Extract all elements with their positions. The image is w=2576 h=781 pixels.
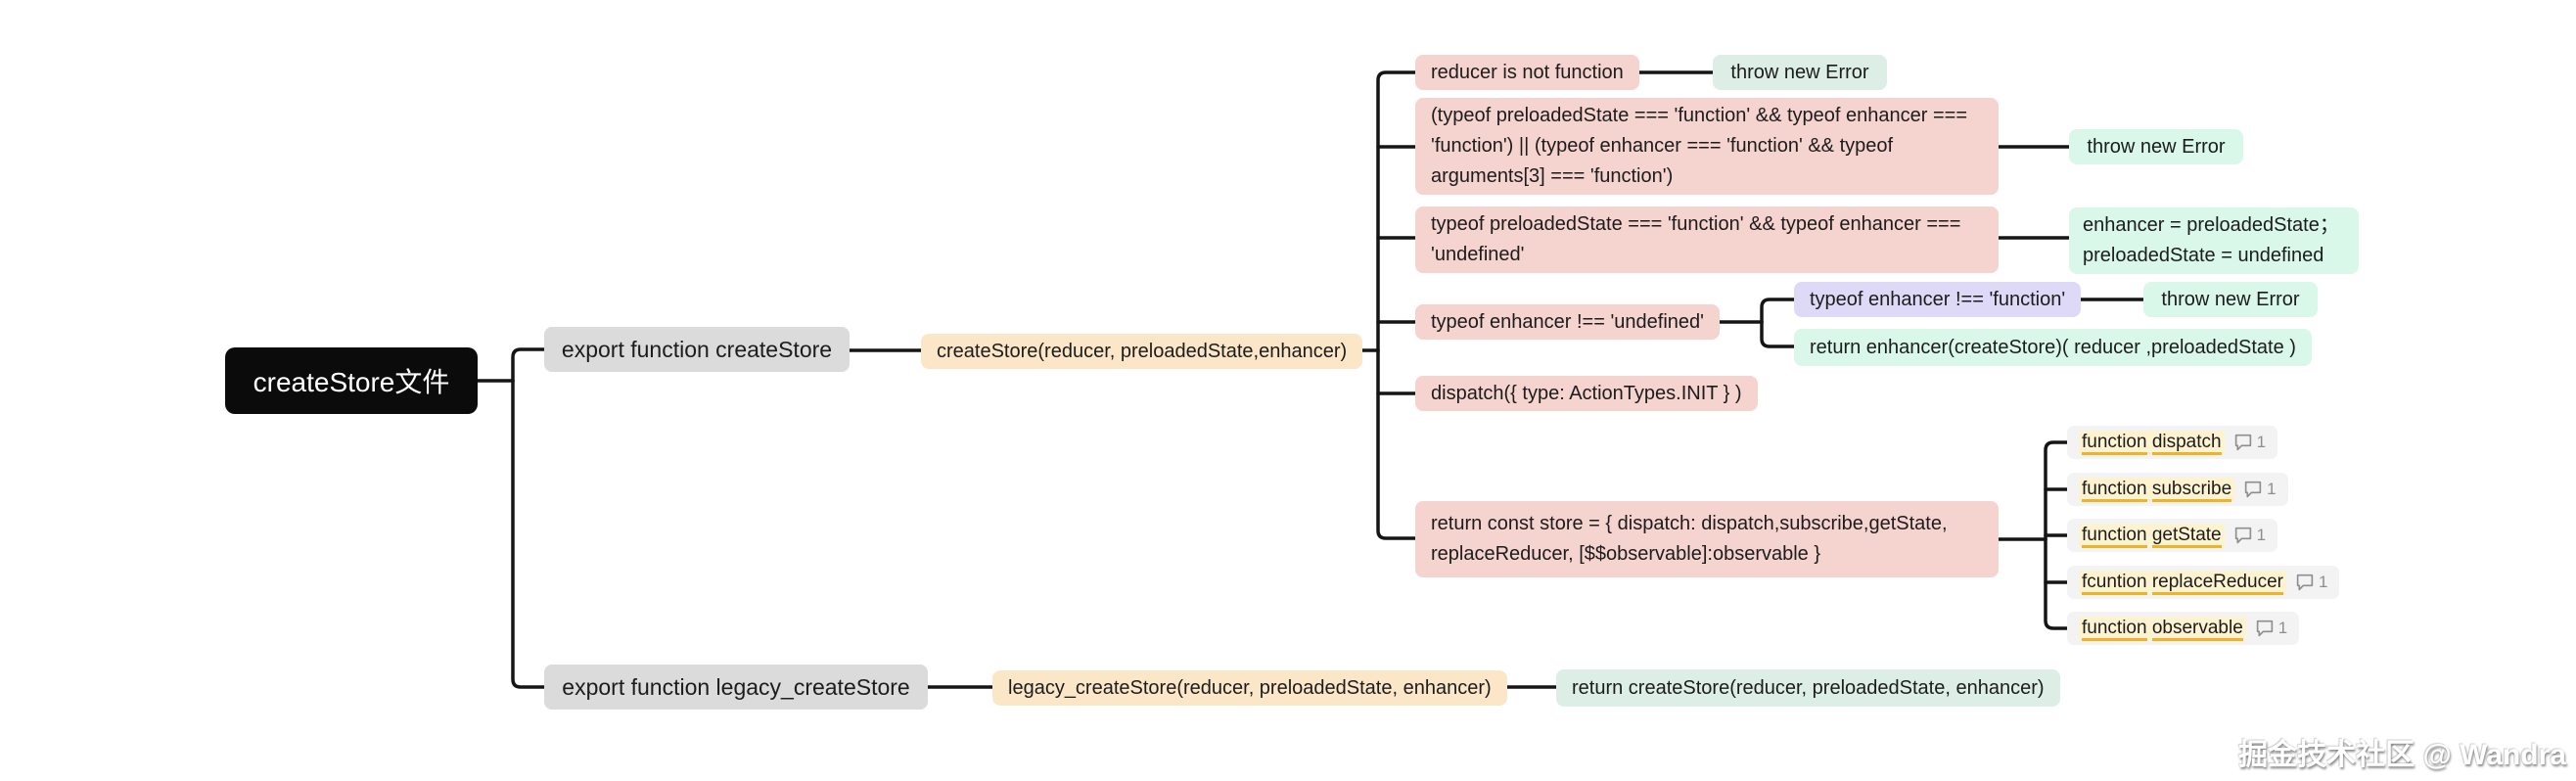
comment-count: 1 [2256,433,2267,451]
node-init-dispatch[interactable]: dispatch({ type: ActionTypes.INIT } ) [1415,376,1758,411]
function-label: function getState [2079,524,2225,548]
node-label: reducer is not function [1431,61,1624,83]
comment-count: 1 [2318,573,2328,591]
node-label: createStore(reducer, preloadedState,enha… [937,340,1348,362]
function-item-subscribe[interactable]: function subscribe 1 [2067,473,2288,506]
function-item-observable[interactable]: function observable 1 [2067,612,2300,645]
comment-count: 1 [2267,480,2277,498]
node-label: return enhancer(createStore)( reducer ,p… [1810,336,2296,358]
node-throw-error-2[interactable]: throw new Error [2069,129,2243,164]
function-item-getstate[interactable]: function getState 1 [2067,519,2278,552]
function-label: function dispatch [2079,431,2225,455]
function-item-replacereducer[interactable]: fcuntion replaceReducer 1 [2067,566,2340,599]
node-label: typeof preloadedState === 'function' && … [1431,213,1961,265]
watermark: 掘金技术社区 @ Wandra [2238,739,2566,771]
node-throw-error-3[interactable]: throw new Error [2143,282,2318,317]
function-label: function observable [2079,617,2246,641]
root-node-label: createStore文件 [253,367,450,397]
node-label: return const store = { dispatch: dispatc… [1431,513,1948,565]
node-label: return createStore(reducer, preloadedSta… [1572,676,2045,699]
function-keyword: function [2082,432,2147,455]
comment-icon[interactable] [2233,527,2253,544]
node-preloaded-is-enhancer-condition[interactable]: typeof preloadedState === 'function' && … [1415,207,1999,273]
node-both-functions-condition[interactable]: (typeof preloadedState === 'function' &&… [1415,98,1999,195]
function-label: function subscribe [2079,478,2235,502]
node-label: throw new Error [2161,288,2300,310]
comment-icon[interactable] [2295,574,2315,591]
function-name: getState [2151,525,2222,548]
function-name: observable [2151,618,2243,641]
node-label: (typeof preloadedState === 'function' &&… [1431,105,1968,187]
node-label: throw new Error [2087,135,2226,158]
node-label: enhancer = preloadedState； preloadedStat… [2083,214,2339,266]
function-keyword: fcuntion [2082,572,2147,595]
function-item-dispatch[interactable]: function dispatch 1 [2067,426,2278,459]
node-return-store[interactable]: return const store = { dispatch: dispatc… [1415,501,1999,577]
node-swap-enhancer-preloaded[interactable]: enhancer = preloadedState； preloadedStat… [2069,207,2359,274]
function-keyword: function [2082,479,2147,502]
function-name: subscribe [2151,479,2232,502]
function-name: dispatch [2151,432,2222,455]
node-enhancer-defined-condition[interactable]: typeof enhancer !== 'undefined' [1415,304,1720,340]
node-createstore-signature[interactable]: createStore(reducer, preloadedState,enha… [921,334,1363,369]
function-keyword: function [2082,618,2147,641]
node-legacy-return[interactable]: return createStore(reducer, preloadedSta… [1556,669,2060,707]
node-label: export function legacy_createStore [562,673,910,700]
comment-icon[interactable] [2243,481,2263,498]
function-keyword: function [2082,525,2147,548]
node-legacy-signature[interactable]: legacy_createStore(reducer, preloadedSta… [992,670,1507,706]
node-reducer-not-function[interactable]: reducer is not function [1415,55,1639,90]
root-node[interactable]: createStore文件 [225,347,478,414]
node-enhancer-not-function[interactable]: typeof enhancer !== 'function' [1794,282,2082,317]
node-label: throw new Error [1730,61,1869,83]
node-label: dispatch({ type: ActionTypes.INIT } ) [1431,382,1742,404]
node-label: export function createStore [561,336,833,362]
node-export-createstore[interactable]: export function createStore [544,327,850,372]
node-label: typeof enhancer !== 'function' [1810,288,2066,310]
node-throw-error-1[interactable]: throw new Error [1713,55,1887,90]
comment-icon[interactable] [2233,434,2253,451]
comment-count: 1 [2277,619,2288,637]
node-label: legacy_createStore(reducer, preloadedSta… [1008,676,1492,699]
function-name: replaceReducer [2151,572,2283,595]
comment-icon[interactable] [2255,620,2275,637]
function-label: fcuntion replaceReducer [2079,571,2286,595]
node-label: typeof enhancer !== 'undefined' [1431,310,1704,333]
node-export-legacy-createstore[interactable]: export function legacy_createStore [544,665,928,710]
node-return-enhancer-apply[interactable]: return enhancer(createStore)( reducer ,p… [1794,329,2312,366]
comment-count: 1 [2256,526,2267,544]
